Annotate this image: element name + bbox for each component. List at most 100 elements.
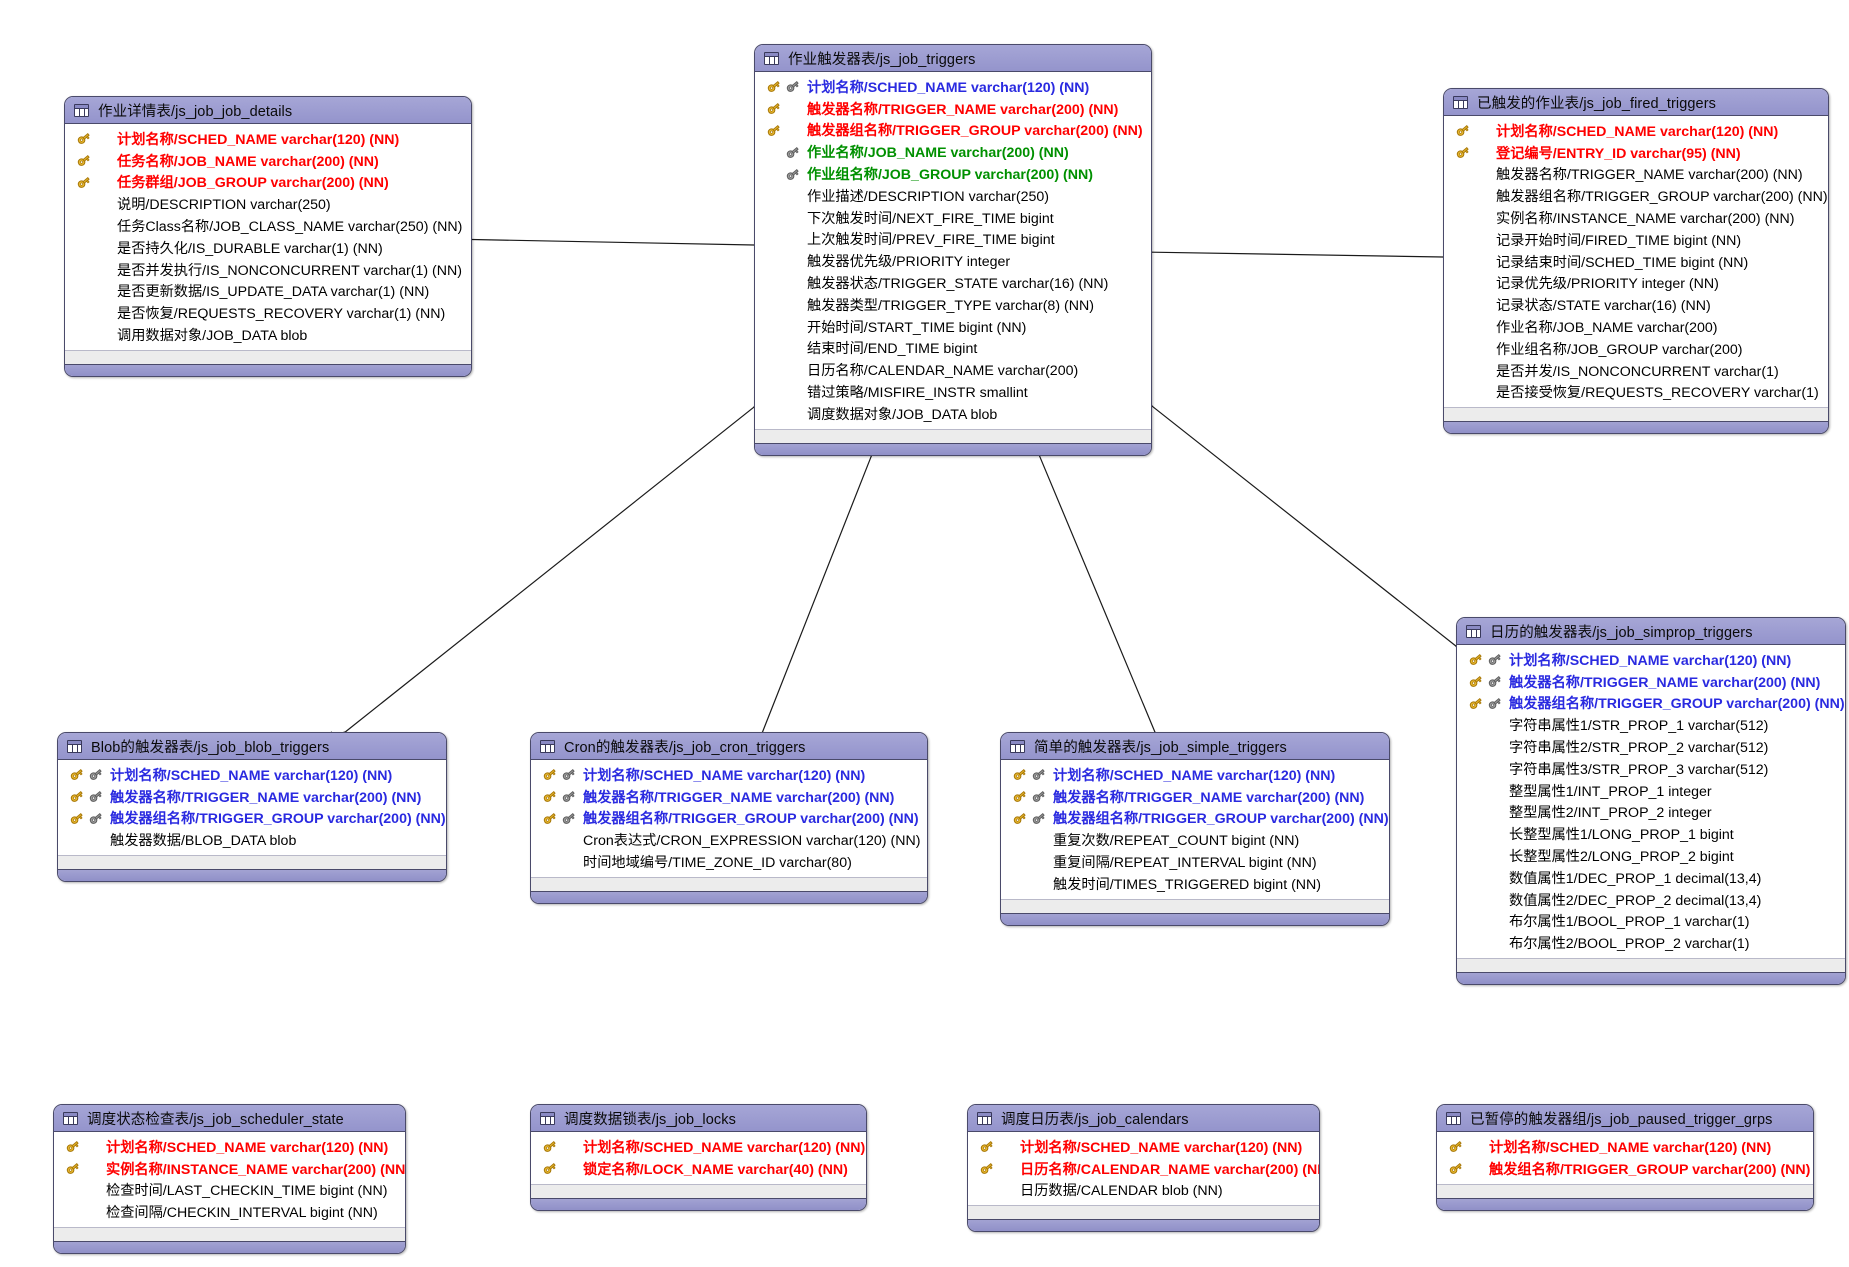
column-row[interactable]: 检查时间/LAST_CHECKIN_TIME bigint (NN) <box>54 1180 405 1202</box>
entity-header-job_triggers[interactable]: 作业触发器表/js_job_triggers <box>755 45 1151 72</box>
entity-header-job_blob_triggers[interactable]: Blob的触发器表/js_job_blob_triggers <box>58 733 446 760</box>
column-row[interactable]: 日历名称/CALENDAR_NAME varchar(200) (NN) <box>968 1158 1319 1180</box>
column-row[interactable]: 计划名称/SCHED_NAME varchar(120) (NN) <box>531 1136 866 1158</box>
column-row[interactable]: 整型属性2/INT_PROP_2 integer <box>1457 802 1845 824</box>
column-row[interactable]: 作业组名称/JOB_GROUP varchar(200) (NN) <box>755 163 1151 185</box>
column-row[interactable]: 下次触发时间/NEXT_FIRE_TIME bigint <box>755 207 1151 229</box>
column-row[interactable]: 计划名称/SCHED_NAME varchar(120) (NN) <box>58 764 446 786</box>
column-row[interactable]: 实例名称/INSTANCE_NAME varchar(200) (NN) <box>54 1158 405 1180</box>
column-row[interactable]: 触发时间/TIMES_TRIGGERED bigint (NN) <box>1001 873 1389 895</box>
entity-job_triggers[interactable]: 作业触发器表/js_job_triggers 计划名称/SCHED_NAME va… <box>754 44 1152 456</box>
column-row[interactable]: 说明/DESCRIPTION varchar(250) <box>65 193 471 215</box>
column-row[interactable]: 触发器名称/TRIGGER_NAME varchar(200) (NN) <box>1444 164 1828 186</box>
column-row[interactable]: 作业组名称/JOB_GROUP varchar(200) <box>1444 338 1828 360</box>
column-row[interactable]: 重复次数/REPEAT_COUNT bigint (NN) <box>1001 829 1389 851</box>
column-row[interactable]: 任务群组/JOB_GROUP varchar(200) (NN) <box>65 172 471 194</box>
column-row[interactable]: 触发器名称/TRIGGER_NAME varchar(200) (NN) <box>755 98 1151 120</box>
column-row[interactable]: 计划名称/SCHED_NAME varchar(120) (NN) <box>54 1136 405 1158</box>
column-row[interactable]: 锁定名称/LOCK_NAME varchar(40) (NN) <box>531 1158 866 1180</box>
column-row[interactable]: 整型属性1/INT_PROP_1 integer <box>1457 780 1845 802</box>
column-row[interactable]: 触发器组名称/TRIGGER_GROUP varchar(200) (NN) <box>531 808 927 830</box>
column-row[interactable]: 作业名称/JOB_NAME varchar(200) (NN) <box>755 141 1151 163</box>
entity-header-job_simple_triggers[interactable]: 简单的触发器表/js_job_simple_triggers <box>1001 733 1389 760</box>
column-row[interactable]: 数值属性1/DEC_PROP_1 decimal(13,4) <box>1457 867 1845 889</box>
entity-job_fired_triggers[interactable]: 已触发的作业表/js_job_fired_triggers 计划名称/SCHED_… <box>1443 88 1829 435</box>
entity-header-job_cron_triggers[interactable]: Cron的触发器表/js_job_cron_triggers <box>531 733 927 760</box>
column-row[interactable]: 任务名称/JOB_NAME varchar(200) (NN) <box>65 150 471 172</box>
column-row[interactable]: 布尔属性2/BOOL_PROP_2 varchar(1) <box>1457 932 1845 954</box>
column-row[interactable]: 记录开始时间/FIRED_TIME bigint (NN) <box>1444 229 1828 251</box>
column-row[interactable]: 时间地域编号/TIME_ZONE_ID varchar(80) <box>531 851 927 873</box>
column-row[interactable]: 上次触发时间/PREV_FIRE_TIME bigint <box>755 229 1151 251</box>
column-row[interactable]: 记录结束时间/SCHED_TIME bigint (NN) <box>1444 251 1828 273</box>
column-row[interactable]: 触发组名称/TRIGGER_GROUP varchar(200) (NN) <box>1437 1158 1813 1180</box>
column-row[interactable]: 触发器优先级/PRIORITY integer <box>755 250 1151 272</box>
column-row[interactable]: 实例名称/INSTANCE_NAME varchar(200) (NN) <box>1444 207 1828 229</box>
column-row[interactable]: 触发器组名称/TRIGGER_GROUP varchar(200) (NN) <box>1457 693 1845 715</box>
column-row[interactable]: 是否并发执行/IS_NONCONCURRENT varchar(1) (NN) <box>65 259 471 281</box>
column-row[interactable]: 触发器数据/BLOB_DATA blob <box>58 829 446 851</box>
column-row[interactable]: 重复间隔/REPEAT_INTERVAL bigint (NN) <box>1001 851 1389 873</box>
column-row[interactable]: 触发器名称/TRIGGER_NAME varchar(200) (NN) <box>58 786 446 808</box>
column-row[interactable]: 是否更新数据/IS_UPDATE_DATA varchar(1) (NN) <box>65 281 471 303</box>
column-row[interactable]: 任务Class名称/JOB_CLASS_NAME varchar(250) (N… <box>65 215 471 237</box>
column-row[interactable]: 数值属性2/DEC_PROP_2 decimal(13,4) <box>1457 889 1845 911</box>
column-row[interactable]: 日历数据/CALENDAR blob (NN) <box>968 1180 1319 1202</box>
column-row[interactable]: 是否持久化/IS_DURABLE varchar(1) (NN) <box>65 237 471 259</box>
column-row[interactable]: 字符串属性3/STR_PROP_3 varchar(512) <box>1457 758 1845 780</box>
column-row[interactable]: 长整型属性1/LONG_PROP_1 bigint <box>1457 823 1845 845</box>
column-row[interactable]: 触发器名称/TRIGGER_NAME varchar(200) (NN) <box>1001 786 1389 808</box>
column-row[interactable]: 计划名称/SCHED_NAME varchar(120) (NN) <box>755 76 1151 98</box>
entity-header-job_job_details[interactable]: 作业详情表/js_job_job_details <box>65 97 471 124</box>
column-row[interactable]: 触发器名称/TRIGGER_NAME varchar(200) (NN) <box>531 786 927 808</box>
column-row[interactable]: 计划名称/SCHED_NAME varchar(120) (NN) <box>1457 649 1845 671</box>
column-row[interactable]: 调度数据对象/JOB_DATA blob <box>755 403 1151 425</box>
column-row[interactable]: 检查间隔/CHECKIN_INTERVAL bigint (NN) <box>54 1201 405 1223</box>
column-row[interactable]: 计划名称/SCHED_NAME varchar(120) (NN) <box>1444 120 1828 142</box>
column-row[interactable]: 是否恢复/REQUESTS_RECOVERY varchar(1) (NN) <box>65 302 471 324</box>
column-row[interactable]: 触发器组名称/TRIGGER_GROUP varchar(200) (NN) <box>58 808 446 830</box>
column-row[interactable]: 触发器类型/TRIGGER_TYPE varchar(8) (NN) <box>755 294 1151 316</box>
entity-job_cron_triggers[interactable]: Cron的触发器表/js_job_cron_triggers 计划名称/SCHED… <box>530 732 928 904</box>
column-row[interactable]: 是否并发/IS_NONCONCURRENT varchar(1) <box>1444 360 1828 382</box>
column-row[interactable]: 触发器组名称/TRIGGER_GROUP varchar(200) (NN) <box>755 120 1151 142</box>
column-row[interactable]: 计划名称/SCHED_NAME varchar(120) (NN) <box>1001 764 1389 786</box>
column-row[interactable]: Cron表达式/CRON_EXPRESSION varchar(120) (NN… <box>531 829 927 851</box>
column-row[interactable]: 作业描述/DESCRIPTION varchar(250) <box>755 185 1151 207</box>
entity-job_blob_triggers[interactable]: Blob的触发器表/js_job_blob_triggers 计划名称/SCHED… <box>57 732 447 883</box>
column-row[interactable]: 记录优先级/PRIORITY integer (NN) <box>1444 273 1828 295</box>
column-row[interactable]: 登记编号/ENTRY_ID varchar(95) (NN) <box>1444 142 1828 164</box>
column-row[interactable]: 调用数据对象/JOB_DATA blob <box>65 324 471 346</box>
column-row[interactable]: 触发器组名称/TRIGGER_GROUP varchar(200) (NN) <box>1444 185 1828 207</box>
entity-header-job_fired_triggers[interactable]: 已触发的作业表/js_job_fired_triggers <box>1444 89 1828 116</box>
column-row[interactable]: 记录状态/STATE varchar(16) (NN) <box>1444 294 1828 316</box>
column-row[interactable]: 触发器组名称/TRIGGER_GROUP varchar(200) (NN) <box>1001 808 1389 830</box>
entity-job_simple_triggers[interactable]: 简单的触发器表/js_job_simple_triggers 计划名称/SCHED… <box>1000 732 1390 926</box>
entity-header-job_scheduler_state[interactable]: 调度状态检查表/js_job_scheduler_state <box>54 1105 405 1132</box>
column-row[interactable]: 开始时间/START_TIME bigint (NN) <box>755 316 1151 338</box>
column-row[interactable]: 触发器名称/TRIGGER_NAME varchar(200) (NN) <box>1457 671 1845 693</box>
entity-job_job_details[interactable]: 作业详情表/js_job_job_details 计划名称/SCHED_NAME … <box>64 96 472 377</box>
column-row[interactable]: 错过策略/MISFIRE_INSTR smallint <box>755 381 1151 403</box>
column-row[interactable]: 布尔属性1/BOOL_PROP_1 varchar(1) <box>1457 911 1845 933</box>
entity-job_scheduler_state[interactable]: 调度状态检查表/js_job_scheduler_state 计划名称/SCHED… <box>53 1104 406 1255</box>
column-row[interactable]: 计划名称/SCHED_NAME varchar(120) (NN) <box>1437 1136 1813 1158</box>
entity-job_calendars[interactable]: 调度日历表/js_job_calendars 计划名称/SCHED_NAME va… <box>967 1104 1320 1233</box>
entity-header-job_calendars[interactable]: 调度日历表/js_job_calendars <box>968 1105 1319 1132</box>
column-row[interactable]: 长整型属性2/LONG_PROP_2 bigint <box>1457 845 1845 867</box>
entity-job_locks[interactable]: 调度数据锁表/js_job_locks 计划名称/SCHED_NAME varch… <box>530 1104 867 1211</box>
column-row[interactable]: 日历名称/CALENDAR_NAME varchar(200) <box>755 359 1151 381</box>
entity-job_simprop_triggers[interactable]: 日历的触发器表/js_job_simprop_triggers 计划名称/SCHE… <box>1456 617 1846 986</box>
column-row[interactable]: 字符串属性1/STR_PROP_1 varchar(512) <box>1457 714 1845 736</box>
column-row[interactable]: 计划名称/SCHED_NAME varchar(120) (NN) <box>65 128 471 150</box>
column-row[interactable]: 计划名称/SCHED_NAME varchar(120) (NN) <box>531 764 927 786</box>
column-row[interactable]: 作业名称/JOB_NAME varchar(200) <box>1444 316 1828 338</box>
entity-header-job_locks[interactable]: 调度数据锁表/js_job_locks <box>531 1105 866 1132</box>
column-row[interactable]: 计划名称/SCHED_NAME varchar(120) (NN) <box>968 1136 1319 1158</box>
entity-header-job_simprop_triggers[interactable]: 日历的触发器表/js_job_simprop_triggers <box>1457 618 1845 645</box>
column-row[interactable]: 结束时间/END_TIME bigint <box>755 338 1151 360</box>
column-row[interactable]: 是否接受恢复/REQUESTS_RECOVERY varchar(1) <box>1444 382 1828 404</box>
column-row[interactable]: 字符串属性2/STR_PROP_2 varchar(512) <box>1457 736 1845 758</box>
column-row[interactable]: 触发器状态/TRIGGER_STATE varchar(16) (NN) <box>755 272 1151 294</box>
